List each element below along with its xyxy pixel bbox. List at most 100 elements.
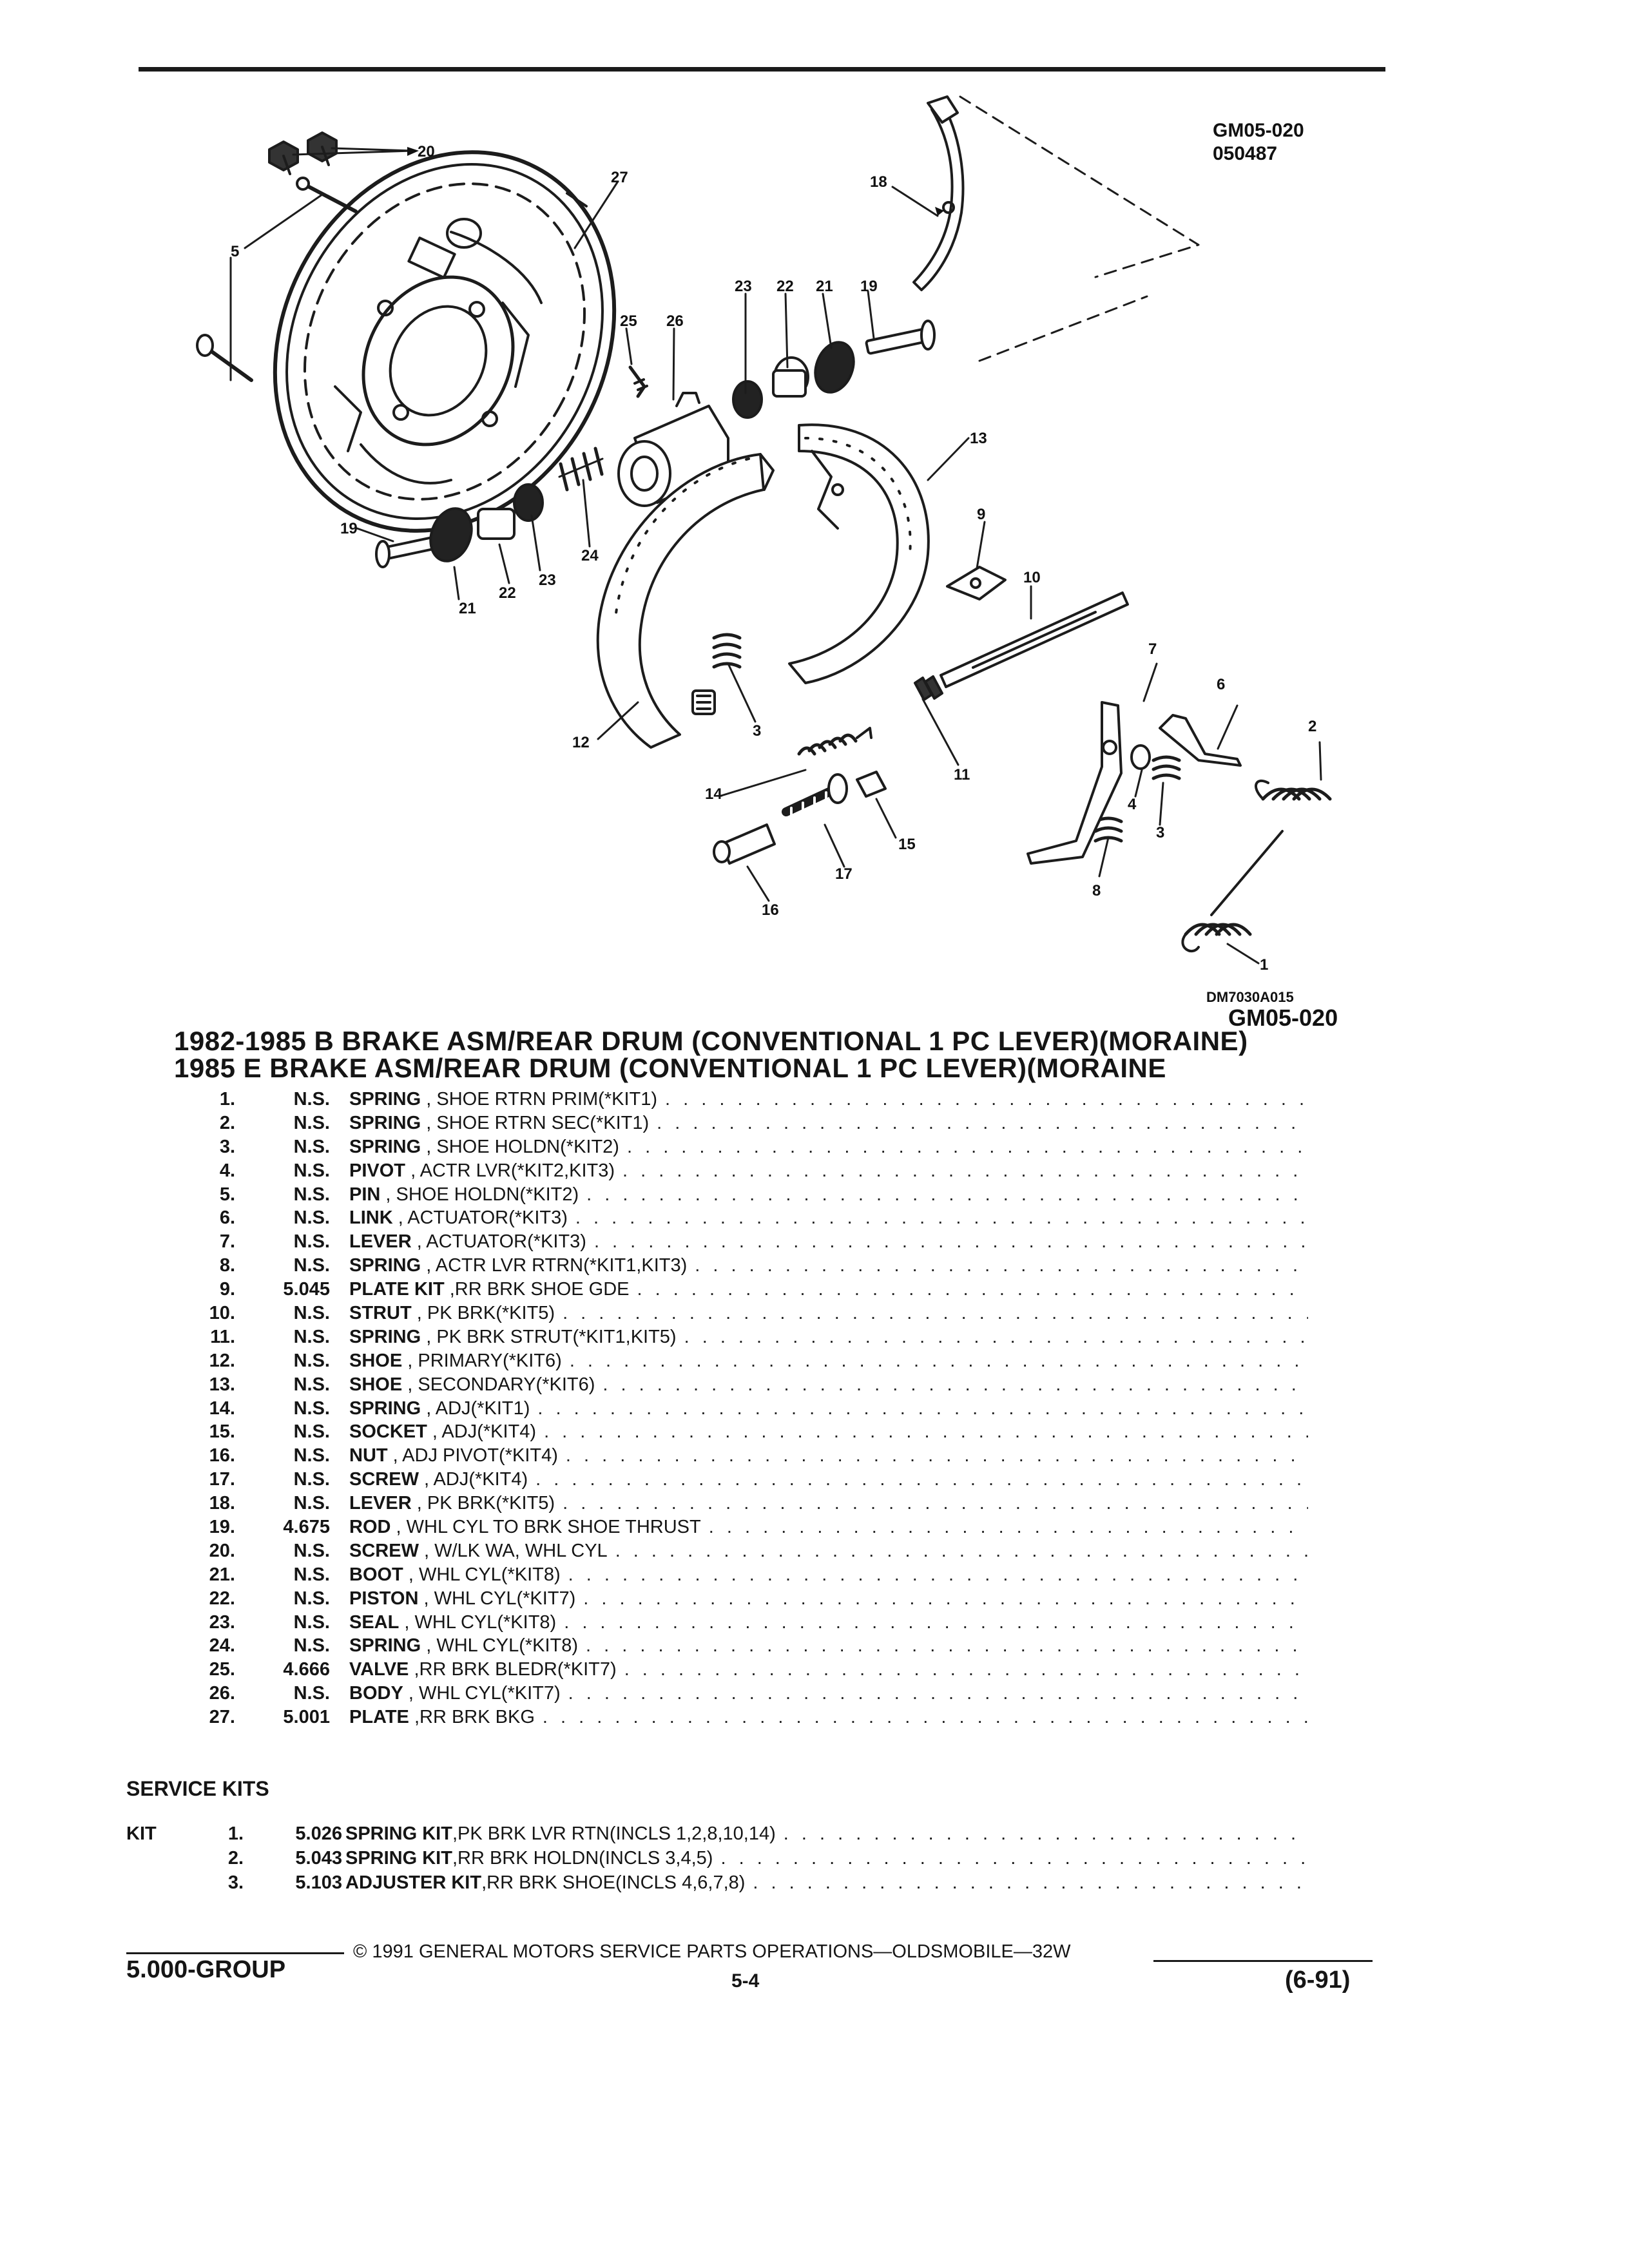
strut-spring-shape xyxy=(914,675,943,701)
callout: 23 xyxy=(735,278,752,295)
part-detail: ,RR BRK SHOE GDE xyxy=(449,1279,630,1300)
part-number: 16. xyxy=(209,1445,235,1466)
push-rod-shapes xyxy=(375,320,936,568)
primary-shoe-shape xyxy=(596,453,775,749)
part-row: 8.N.S.SPRING , ACTR LVR RTRN(*KIT1,KIT3)… xyxy=(174,1254,1308,1278)
leader-dots: . . . . . . . . . . . . . . . . . . . . … xyxy=(615,1540,1308,1561)
leader-dots: . . . . . . . . . . . . . . . . . . . . … xyxy=(537,1398,1308,1419)
callout: 22 xyxy=(499,584,516,602)
callout: 10 xyxy=(1023,569,1041,586)
part-description: LINK , ACTUATOR(*KIT3). . . . . . . . . … xyxy=(349,1206,1308,1230)
part-description: PISTON , WHL CYL(*KIT7). . . . . . . . .… xyxy=(349,1587,1308,1611)
part-detail: , SHOE RTRN SEC(*KIT1) xyxy=(426,1112,650,1133)
part-number: 23. xyxy=(209,1611,235,1633)
part-row: 20.N.S.SCREW , W/LK WA, WHL CYL. . . . .… xyxy=(174,1539,1308,1563)
part-name: BOOT xyxy=(349,1564,403,1585)
part-row: 21.N.S.BOOT , WHL CYL(*KIT8). . . . . . … xyxy=(174,1563,1308,1587)
part-detail: , WHL CYL(*KIT8) xyxy=(426,1635,579,1657)
part-description: SHOE , SECONDARY(*KIT6). . . . . . . . .… xyxy=(349,1373,1308,1397)
part-number: 22. xyxy=(209,1588,235,1609)
leader-dots: . . . . . . . . . . . . . . . . . . . . … xyxy=(783,1823,1306,1844)
part-group-code: N.S. xyxy=(293,1635,330,1657)
service-kits-heading: SERVICE KITS xyxy=(126,1777,269,1800)
part-row: 14.N.S.SPRING , ADJ(*KIT1). . . . . . . … xyxy=(174,1397,1308,1421)
part-name: VALVE xyxy=(349,1659,409,1680)
callout: 4 xyxy=(1128,796,1137,813)
part-detail: , ADJ(*KIT4) xyxy=(432,1421,537,1443)
part-name: LEVER xyxy=(349,1231,412,1253)
leader-dots: . . . . . . . . . . . . . . . . . . . . … xyxy=(622,1160,1308,1181)
part-group-code: N.S. xyxy=(293,1303,330,1324)
adjusting-screw-shape xyxy=(782,773,848,822)
part-group-code: 5.045 xyxy=(283,1279,330,1300)
leader-dots: . . . . . . . . . . . . . . . . . . . . … xyxy=(695,1255,1308,1276)
kit-group-code: 5.026 xyxy=(295,1823,342,1844)
callout: 22 xyxy=(776,278,794,295)
part-detail: , WHL CYL TO BRK SHOE THRUST xyxy=(396,1517,701,1538)
part-group-code: N.S. xyxy=(293,1540,330,1561)
part-detail: , SHOE RTRN PRIM(*KIT1) xyxy=(426,1089,658,1110)
part-number: 18. xyxy=(209,1493,235,1514)
kit-name: SPRING KIT xyxy=(345,1848,452,1869)
callout: 15 xyxy=(898,836,916,853)
part-name: PLATE xyxy=(349,1707,409,1728)
part-group-code: N.S. xyxy=(293,1588,330,1609)
part-row: 16.N.S.NUT , ADJ PIVOT(*KIT4). . . . . .… xyxy=(174,1444,1308,1468)
leader-dots: . . . . . . . . . . . . . . . . . . . . … xyxy=(563,1303,1308,1324)
part-row: 15.N.S.SOCKET , ADJ(*KIT4). . . . . . . … xyxy=(174,1420,1308,1444)
callout: 25 xyxy=(620,312,637,330)
leader-dots: . . . . . . . . . . . . . . . . . . . . … xyxy=(684,1326,1308,1347)
callout: 18 xyxy=(870,173,887,191)
assembly-title: 1985 E BRAKE ASM/REAR DRUM (CONVENTIONAL… xyxy=(174,1053,1166,1083)
part-name: BODY xyxy=(349,1683,403,1704)
part-row: 1.N.S.SPRING , SHOE RTRN PRIM(*KIT1). . … xyxy=(174,1088,1308,1111)
leader-dots: . . . . . . . . . . . . . . . . . . . . … xyxy=(575,1207,1308,1229)
backing-plate-shape xyxy=(273,150,617,533)
part-detail: ,RR BRK BKG xyxy=(414,1707,535,1728)
part-number: 26. xyxy=(209,1683,235,1704)
part-detail: , WHL CYL(*KIT8) xyxy=(408,1564,561,1585)
leader-dots: . . . . . . . . . . . . . . . . . . . . … xyxy=(544,1421,1308,1443)
callout: 26 xyxy=(666,312,684,330)
part-group-code: N.S. xyxy=(293,1445,330,1466)
part-group-code: N.S. xyxy=(293,1469,330,1490)
pivot-nut-shape xyxy=(713,823,776,865)
callout: 23 xyxy=(539,572,556,589)
part-group-code: N.S. xyxy=(293,1207,330,1229)
kit-description: ADJUSTER KIT,RR BRK SHOE(INCLS 4,6,7,8).… xyxy=(345,1870,1306,1895)
part-description: LEVER , ACTUATOR(*KIT3). . . . . . . . .… xyxy=(349,1230,1308,1254)
part-row: 12.N.S.SHOE , PRIMARY(*KIT6). . . . . . … xyxy=(174,1349,1308,1373)
part-name: SPRING xyxy=(349,1326,421,1347)
part-name: SHOE xyxy=(349,1374,403,1395)
part-detail: , WHL CYL(*KIT7) xyxy=(423,1588,576,1609)
part-group-code: 5.001 xyxy=(283,1707,330,1728)
leader-dots: . . . . . . . . . . . . . . . . . . . . … xyxy=(720,1848,1306,1869)
figure-date-code: 050487 xyxy=(1213,143,1277,164)
callout: 17 xyxy=(835,865,853,883)
callout: 6 xyxy=(1217,676,1225,693)
part-group-code: N.S. xyxy=(293,1184,330,1205)
part-detail: , WHL CYL(*KIT7) xyxy=(408,1683,561,1704)
leader-dots: . . . . . . . . . . . . . . . . . . . . … xyxy=(568,1564,1308,1585)
part-description: SCREW , W/LK WA, WHL CYL. . . . . . . . … xyxy=(349,1539,1308,1563)
part-number: 14. xyxy=(209,1398,235,1419)
part-description: STRUT , PK BRK(*KIT5). . . . . . . . . .… xyxy=(349,1302,1308,1325)
assembly-title: 1982-1985 B BRAKE ASM/REAR DRUM (CONVENT… xyxy=(174,1026,1248,1056)
part-number: 7. xyxy=(219,1231,235,1253)
callout: 16 xyxy=(762,901,779,919)
part-description: SPRING , SHOE RTRN PRIM(*KIT1). . . . . … xyxy=(349,1088,1308,1111)
kit-description: SPRING KIT,PK BRK LVR RTN(INCLS 1,2,8,10… xyxy=(345,1821,1306,1846)
part-name: LEVER xyxy=(349,1493,412,1514)
page-number: 5-4 xyxy=(731,1970,760,1992)
callout: 21 xyxy=(459,600,476,617)
group-label: 5.000-GROUP xyxy=(126,1956,286,1983)
leader-dots: . . . . . . . . . . . . . . . . . . . . … xyxy=(569,1350,1308,1371)
part-group-code: N.S. xyxy=(293,1136,330,1157)
figure-code: GM05-020 xyxy=(1213,120,1304,141)
part-detail: , ADJ PIVOT(*KIT4) xyxy=(392,1445,558,1466)
part-detail: , PK BRK STRUT(*KIT1,KIT5) xyxy=(426,1326,677,1347)
kit-label: KIT xyxy=(126,1823,157,1844)
part-number: 4. xyxy=(219,1160,235,1181)
kit-detail: ,RR BRK SHOE(INCLS 4,6,7,8) xyxy=(481,1872,746,1893)
